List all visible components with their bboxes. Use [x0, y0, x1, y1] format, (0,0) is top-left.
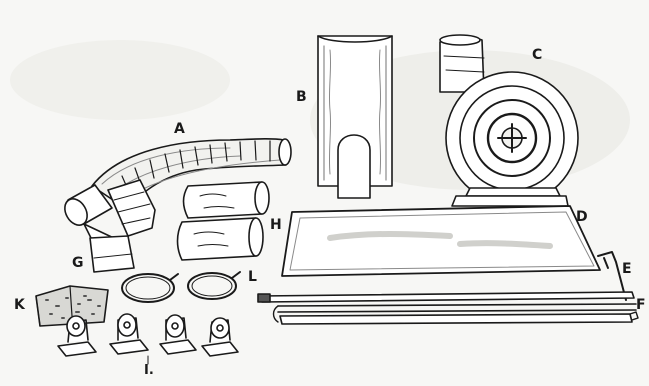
flat-panel	[282, 206, 600, 276]
label-a: A	[174, 122, 185, 136]
label-e: E	[622, 262, 632, 276]
hood-sleeve	[318, 36, 392, 198]
label-b: B	[296, 90, 307, 104]
label-g: G	[72, 256, 84, 270]
label-d: D	[576, 210, 588, 224]
label-c: C	[532, 48, 542, 62]
label-i: I.	[144, 364, 154, 377]
duct-sleeves	[178, 182, 270, 260]
label-l: L	[248, 270, 257, 284]
label-k: K	[14, 298, 25, 312]
label-f: F	[636, 298, 646, 312]
label-h: H	[270, 218, 282, 232]
